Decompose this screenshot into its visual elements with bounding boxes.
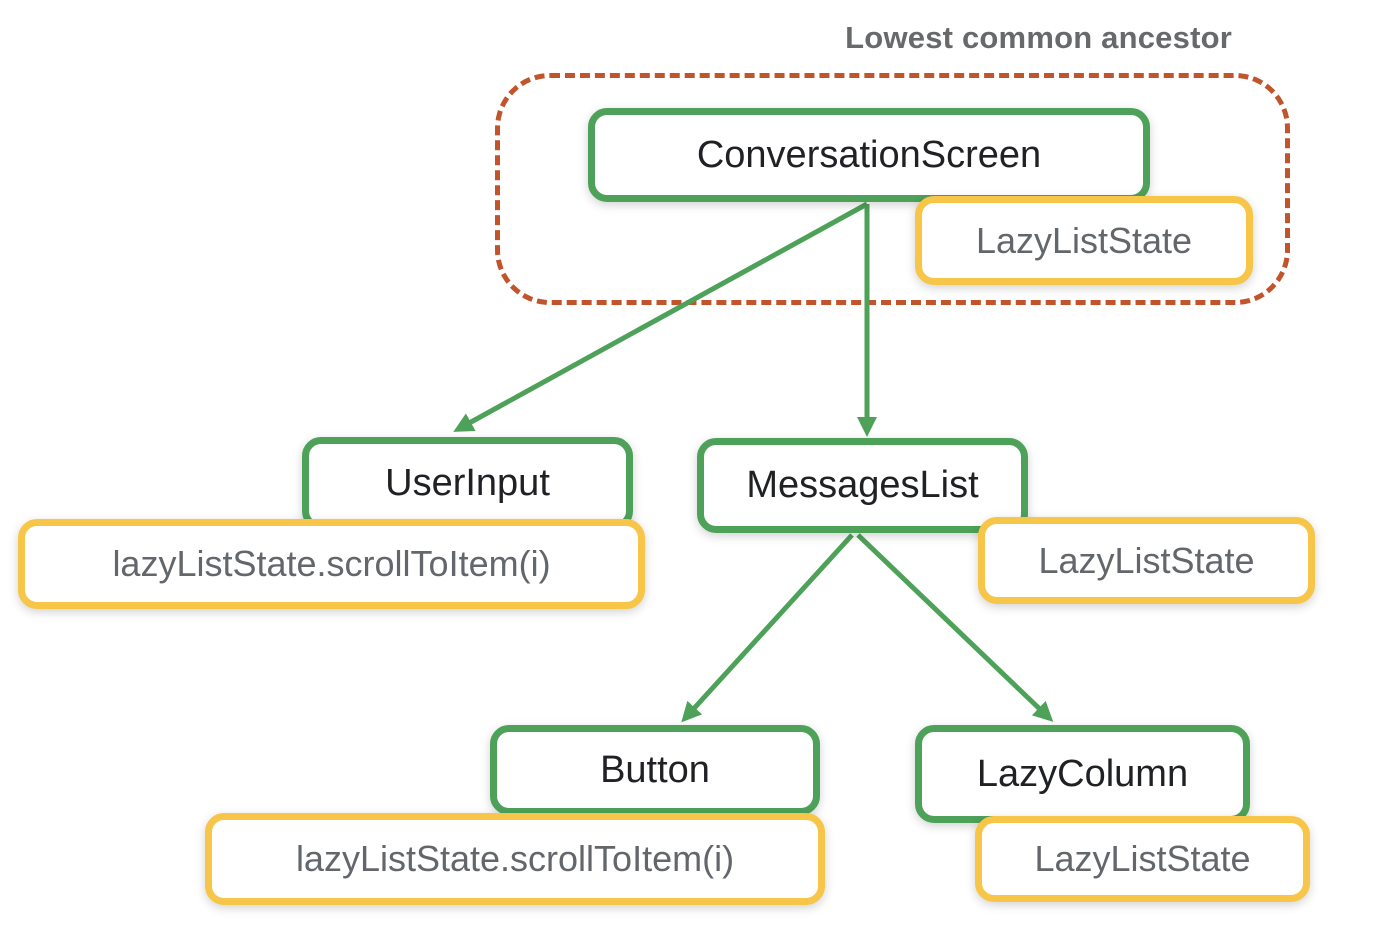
state-badge-label: lazyListState.scrollToItem(i) (112, 543, 551, 584)
edge-messageslist-to-button (681, 533, 854, 723)
node-userinput-label: UserInput (385, 462, 550, 504)
node-lazycolumn: LazyColumn (915, 725, 1250, 823)
node-messageslist-label: MessagesList (746, 464, 979, 506)
lowest-common-ancestor-dashed-outline (495, 73, 1290, 305)
node-lazycolumn-label: LazyColumn (976, 752, 1189, 795)
node-userinput: UserInput (302, 437, 633, 530)
node-conversationscreen: ConversationScreen (588, 108, 1150, 202)
lowest-common-ancestor-label: Lowest common ancestor (845, 20, 1232, 55)
state-badge-lazyliststate-messageslist: LazyListState (978, 517, 1315, 604)
state-badge-scrolltoitem-button: lazyListState.scrollToItem(i) (205, 813, 825, 905)
state-badge-scrolltoitem-userinput: lazyListState.scrollToItem(i) (18, 519, 645, 609)
node-conversationscreen-label: ConversationScreen (696, 133, 1042, 176)
state-badge-lazyliststate-lazycolumn: LazyListState (975, 816, 1310, 902)
node-messageslist: MessagesList (697, 438, 1028, 533)
state-badge-label: LazyListState (1034, 838, 1251, 879)
state-badge-label: lazyListState.scrollToItem(i) (295, 838, 735, 879)
state-badge-label: LazyListState (1038, 539, 1255, 581)
node-button-label: Button (600, 748, 710, 791)
node-button: Button (490, 725, 820, 815)
state-badge-label: LazyListState (975, 219, 1193, 261)
state-badge-lazyliststate-conversationscreen: LazyListState (915, 196, 1253, 285)
